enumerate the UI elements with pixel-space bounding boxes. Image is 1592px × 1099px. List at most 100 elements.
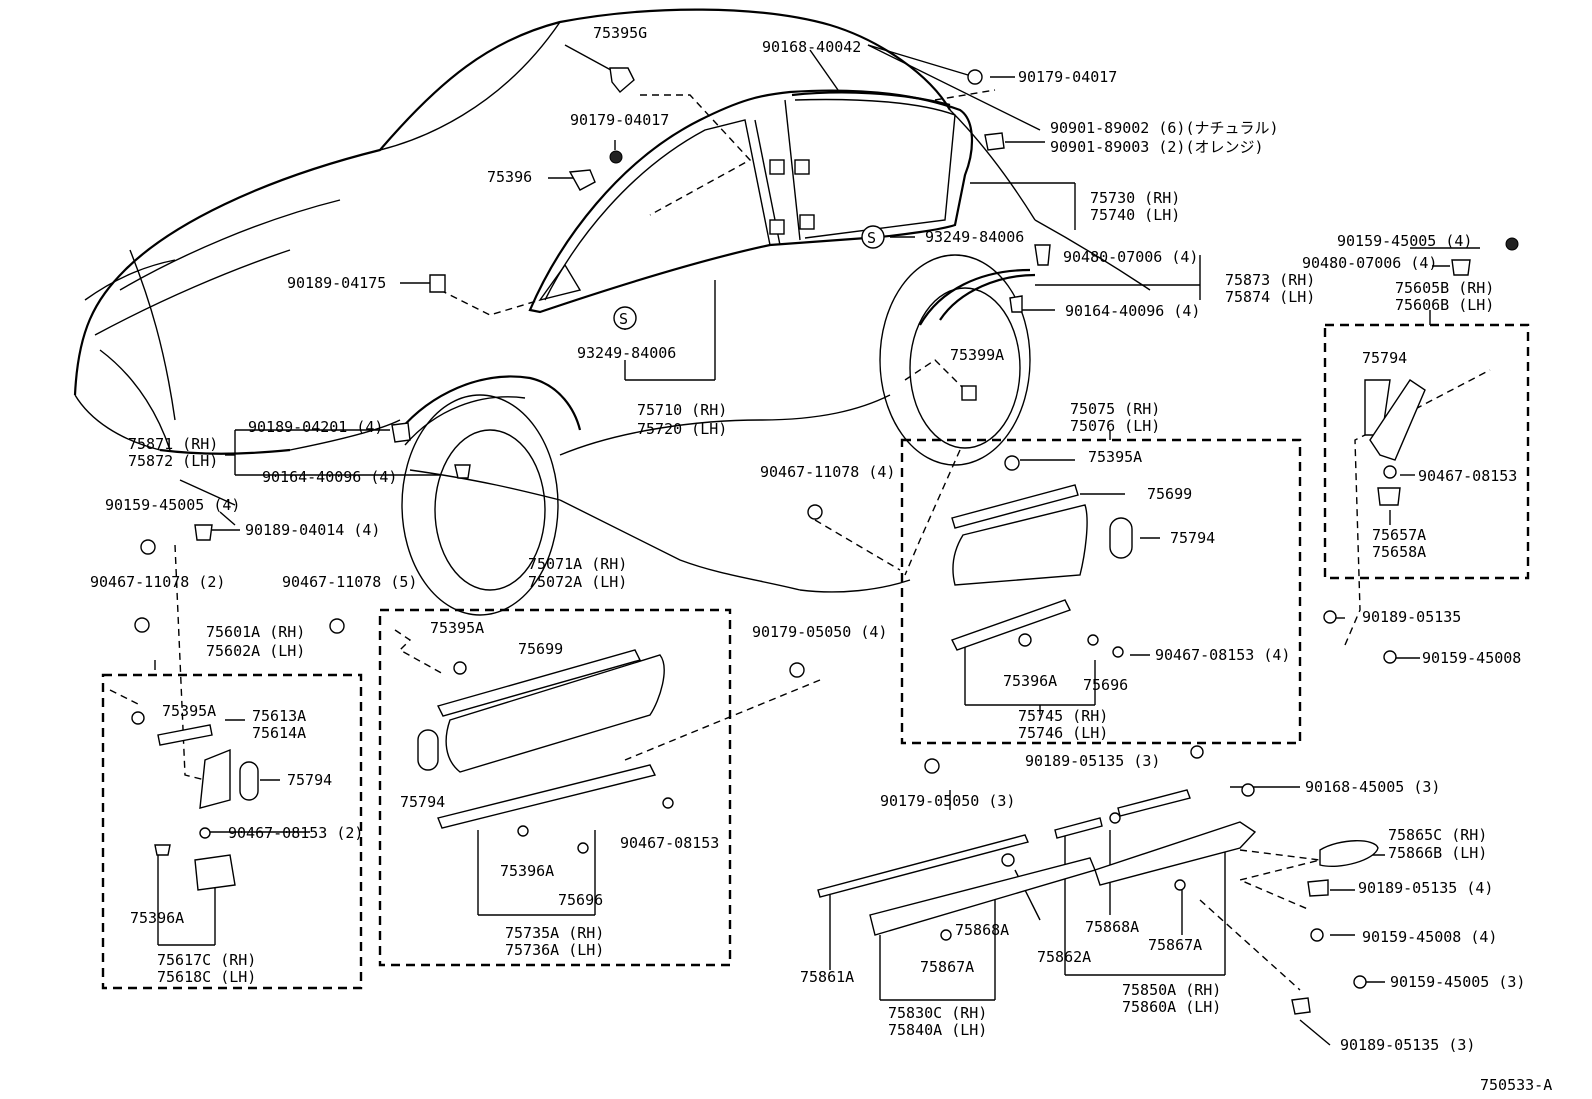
label-75867A-a: 75867A (920, 958, 974, 976)
label-75396A-mid: 75396A (500, 862, 554, 880)
quarter-glass (528, 89, 974, 314)
label-90467-11078-2: 90467-11078 (2) (90, 573, 225, 591)
label-75794-mid: 75794 (400, 793, 445, 811)
part-shapes (131, 67, 1519, 1015)
label-75840A: 75840A (LH) (888, 1021, 987, 1039)
label-75613A: 75613A (252, 707, 306, 725)
label-90179-05050-4: 90179-05050 (4) (752, 623, 887, 641)
label-90189-04201: 90189-04201 (4) (248, 418, 383, 436)
label-75867A-b: 75867A (1148, 936, 1202, 954)
diagram-id: 750533-A (1480, 1076, 1552, 1094)
label-75602A: 75602A (LH) (206, 642, 305, 660)
label-75395A-left: 75395A (162, 702, 216, 720)
label-90480-07006-b: 90480-07006 (4) (1302, 254, 1437, 272)
label-90168-40042: 90168-40042 (762, 38, 861, 56)
label-75396A-right: 75396A (1003, 672, 1057, 690)
label-75861A: 75861A (800, 968, 854, 986)
label-90189-04014: 90189-04014 (4) (245, 521, 380, 539)
label-75076: 75076 (LH) (1070, 417, 1160, 435)
label-75618C: 75618C (LH) (157, 968, 256, 986)
label-90189-05135-3b: 90189-05135 (3) (1340, 1036, 1475, 1054)
label-75071A: 75071A (RH) (528, 555, 627, 573)
label-90159-45005-left: 90159-45005 (4) (105, 496, 240, 514)
label-75874: 75874 (LH) (1225, 288, 1315, 306)
label-75614A: 75614A (252, 724, 306, 742)
label-75862A: 75862A (1037, 948, 1091, 966)
rear-wheel (879, 254, 1031, 466)
label-90159-45005-tr: 90159-45005 (4) (1337, 232, 1472, 250)
label-75871: 75871 (RH) (128, 435, 218, 453)
leader-lines (154, 44, 1480, 1046)
label-90189-05135-4: 90189-05135 (4) (1358, 879, 1493, 897)
sealer-marker-left: S (619, 310, 628, 328)
label-90179-05050-3: 90179-05050 (3) (880, 792, 1015, 810)
label-75860A: 75860A (LH) (1122, 998, 1221, 1016)
group-boxes (101, 323, 1530, 990)
label-93249-84006-left: 93249-84006 (577, 344, 676, 362)
label-75658A: 75658A (1372, 543, 1426, 561)
label-90901-89002: 90901-89002 (6)(ナチュラル) (1050, 119, 1279, 137)
label-75075: 75075 (RH) (1070, 400, 1160, 418)
label-75396A-left: 75396A (130, 909, 184, 927)
label-75868A-a: 75868A (955, 921, 1009, 939)
label-75865C: 75865C (RH) (1388, 826, 1487, 844)
label-90164-40096-left: 90164-40096 (4) (262, 468, 397, 486)
label-75736A: 75736A (LH) (505, 941, 604, 959)
label-75696-mid: 75696 (558, 891, 603, 909)
label-75072A: 75072A (LH) (528, 573, 627, 591)
label-75730: 75730 (RH) (1090, 189, 1180, 207)
label-75699-mid: 75699 (518, 640, 563, 658)
label-75601A: 75601A (RH) (206, 623, 305, 641)
label-75699-right: 75699 (1147, 485, 1192, 503)
label-90480-07006-a: 90480-07006 (4) (1063, 248, 1198, 266)
label-75399A: 75399A (950, 346, 1004, 364)
label-93249-84006-right: 93249-84006 (925, 228, 1024, 246)
label-75794-right-box: 75794 (1170, 529, 1215, 547)
label-75617C: 75617C (RH) (157, 951, 256, 969)
label-90168-45005: 90168-45005 (3) (1305, 778, 1440, 796)
label-75710: 75710 (RH) (637, 401, 727, 419)
label-75872: 75872 (LH) (128, 452, 218, 470)
label-75866B: 75866B (LH) (1388, 844, 1487, 862)
label-75868A-b: 75868A (1085, 918, 1139, 936)
rear-arch-molding (939, 273, 1036, 321)
label-75873: 75873 (RH) (1225, 271, 1315, 289)
label-90189-04175: 90189-04175 (287, 274, 386, 292)
front-wheel (399, 375, 582, 616)
label-90179-04017-top: 90179-04017 (1018, 68, 1117, 86)
label-75740: 75740 (LH) (1090, 206, 1180, 224)
label-75794-right: 75794 (1362, 349, 1407, 367)
car-body-outline (73, 8, 1151, 593)
label-90467-08153-right: 90467-08153 (1418, 467, 1517, 485)
label-75830C: 75830C (RH) (888, 1004, 987, 1022)
label-75657A: 75657A (1372, 526, 1426, 544)
label-75395A-mid: 75395A (430, 619, 484, 637)
label-90467-08153-mid: 90467-08153 (620, 834, 719, 852)
label-75794-left: 75794 (287, 771, 332, 789)
label-90179-04017-mid: 90179-04017 (570, 111, 669, 129)
label-75606B: 75606B (LH) (1395, 296, 1494, 314)
label-90189-05135-right: 90189-05135 (1362, 608, 1461, 626)
label-90159-45008-right: 90159-45008 (1422, 649, 1521, 667)
label-75396: 75396 (487, 168, 532, 186)
label-75746: 75746 (LH) (1018, 724, 1108, 742)
sealer-marker-right: S (867, 229, 876, 247)
label-90467-11078-4: 90467-11078 (4) (760, 463, 895, 481)
label-90467-11078-5: 90467-11078 (5) (282, 573, 417, 591)
label-90159-45005-3: 90159-45005 (3) (1390, 973, 1525, 991)
label-75850A: 75850A (RH) (1122, 981, 1221, 999)
label-75720: 75720 (LH) (637, 420, 727, 438)
label-75605B: 75605B (RH) (1395, 279, 1494, 297)
label-90467-08153-2: 90467-08153 (2) (228, 824, 363, 842)
label-90164-40096-right: 90164-40096 (4) (1065, 302, 1200, 320)
callout-dashes (109, 89, 1491, 991)
label-75696-right: 75696 (1083, 676, 1128, 694)
label-90901-89003: 90901-89003 (2)(オレンジ) (1050, 138, 1264, 156)
label-75395A-right: 75395A (1088, 448, 1142, 466)
label-75745: 75745 (RH) (1018, 707, 1108, 725)
label-90467-08153-4: 90467-08153 (4) (1155, 646, 1290, 664)
label-75735A: 75735A (RH) (505, 924, 604, 942)
part-labels: 75395G 90168-40042 90179-04017 90179-040… (90, 24, 1552, 1094)
label-75395G: 75395G (593, 24, 647, 42)
